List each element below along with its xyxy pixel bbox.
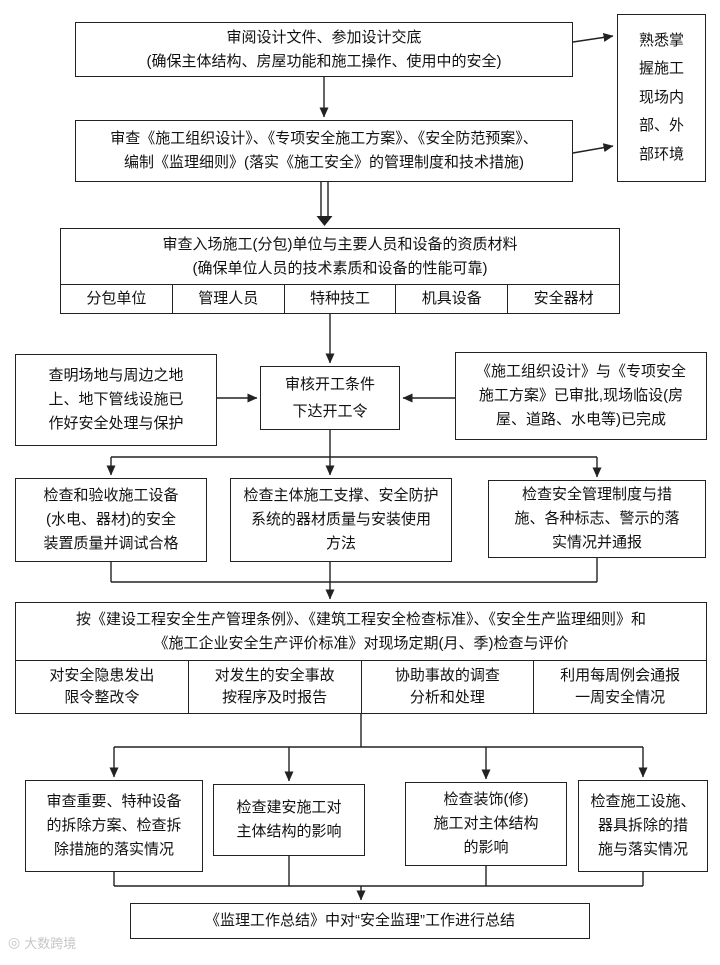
node-approve-commencement: 审核开工条件 下达开工令 xyxy=(260,366,400,430)
periodic-cell-rectification-order: 对安全隐患发出 限令整改令 xyxy=(49,667,155,706)
qualification-cell-machinery-equipment: 机具设备 xyxy=(395,285,507,313)
node-site-pipeline-protection: 查明场地与周边之地 上、地下管线设施已 作好安全处理与保护 xyxy=(15,354,217,446)
qualification-cell-subcontractor: 分包单位 xyxy=(86,290,147,307)
qualification-categories: 分包单位 管理人员 特种技工 机具设备 安全器材 xyxy=(61,284,619,313)
node-review-demolition-plans: 审查重要、特种设备 的拆除方案、检查拆 除措施的落实情况 xyxy=(25,780,203,872)
periodic-inspection-actions: 对安全隐患发出 限令整改令 对发生的安全事故 按程序及时报告 协助事故的调查 分… xyxy=(16,660,706,713)
periodic-inspection-title: 按《建设工程安全生产管理条例》、《建筑工程安全检查标准》、《安全生产监理细则》和… xyxy=(75,610,646,652)
node-supervision-summary: 《监理工作总结》中对“安全监理”工作进行总结 xyxy=(130,903,590,939)
node-review-construction-plans: 审查《施工组织设计》、《专项安全施工方案》、《安全防范预案》、 编制《监理细则》… xyxy=(75,120,573,182)
node-inspect-decoration-impact: 检查装饰(修) 施工对主体结构 的影响 xyxy=(405,782,567,866)
node-familiarize-environment: 熟悉掌 握施工 现场内 部、外 部环境 xyxy=(617,14,706,182)
periodic-cell-weekly-briefing: 利用每周例会通报 一周安全情况 xyxy=(533,661,706,713)
node-inspect-safety-management: 检查安全管理制度与措 施、各种标志、警示的落 实情况并通报 xyxy=(488,480,706,558)
qualification-cell-special-technicians: 特种技工 xyxy=(283,285,396,313)
node-inspect-equipment-safety: 检查和验收施工设备 (水电、器材)的安全 装置质量并调试合格 xyxy=(15,478,207,562)
qualification-cell-safety-equipment: 安全器材 xyxy=(507,285,619,313)
node-plans-approved-temp-facilities: 《施工组织设计》与《专项安全 施工方案》已审批,现场临设(房 屋、道路、水电等)… xyxy=(455,352,707,440)
node-inspect-construction-impact: 检查建安施工对 主体结构的影响 xyxy=(213,784,365,856)
periodic-cell-accident-reporting: 对发生的安全事故 按程序及时报告 xyxy=(187,661,361,713)
node-review-design-docs: 审阅设计文件、参加设计交底 (确保主体结构、房屋功能和施工操作、使用中的安全) xyxy=(75,22,573,77)
watermark-logo-icon: ◎ xyxy=(8,934,21,950)
node-qualification-review: 审查入场施工(分包)单位与主要人员和设备的资质材料 (确保单位人员的技术素质和设… xyxy=(60,228,620,314)
periodic-cell-accident-investigation: 协助事故的调查 分析和处理 xyxy=(360,661,534,713)
qualification-title: 审查入场施工(分包)单位与主要人员和设备的资质材料 (确保单位人员的技术素质和设… xyxy=(162,236,518,277)
qualification-cell-management-personnel: 管理人员 xyxy=(171,285,284,313)
watermark-text: 大数跨境 xyxy=(24,936,77,951)
node-inspect-facility-removal: 检查施工设施、 器具拆除的措 施与落实情况 xyxy=(578,780,708,872)
watermark: ◎ 大数跨境 xyxy=(8,933,76,952)
node-periodic-inspection: 按《建设工程安全生产管理条例》、《建筑工程安全检查标准》、《安全生产监理细则》和… xyxy=(15,602,707,714)
node-inspect-support-systems: 检查主体施工支撑、安全防护 系统的器材质量与安装使用 方法 xyxy=(230,478,452,562)
